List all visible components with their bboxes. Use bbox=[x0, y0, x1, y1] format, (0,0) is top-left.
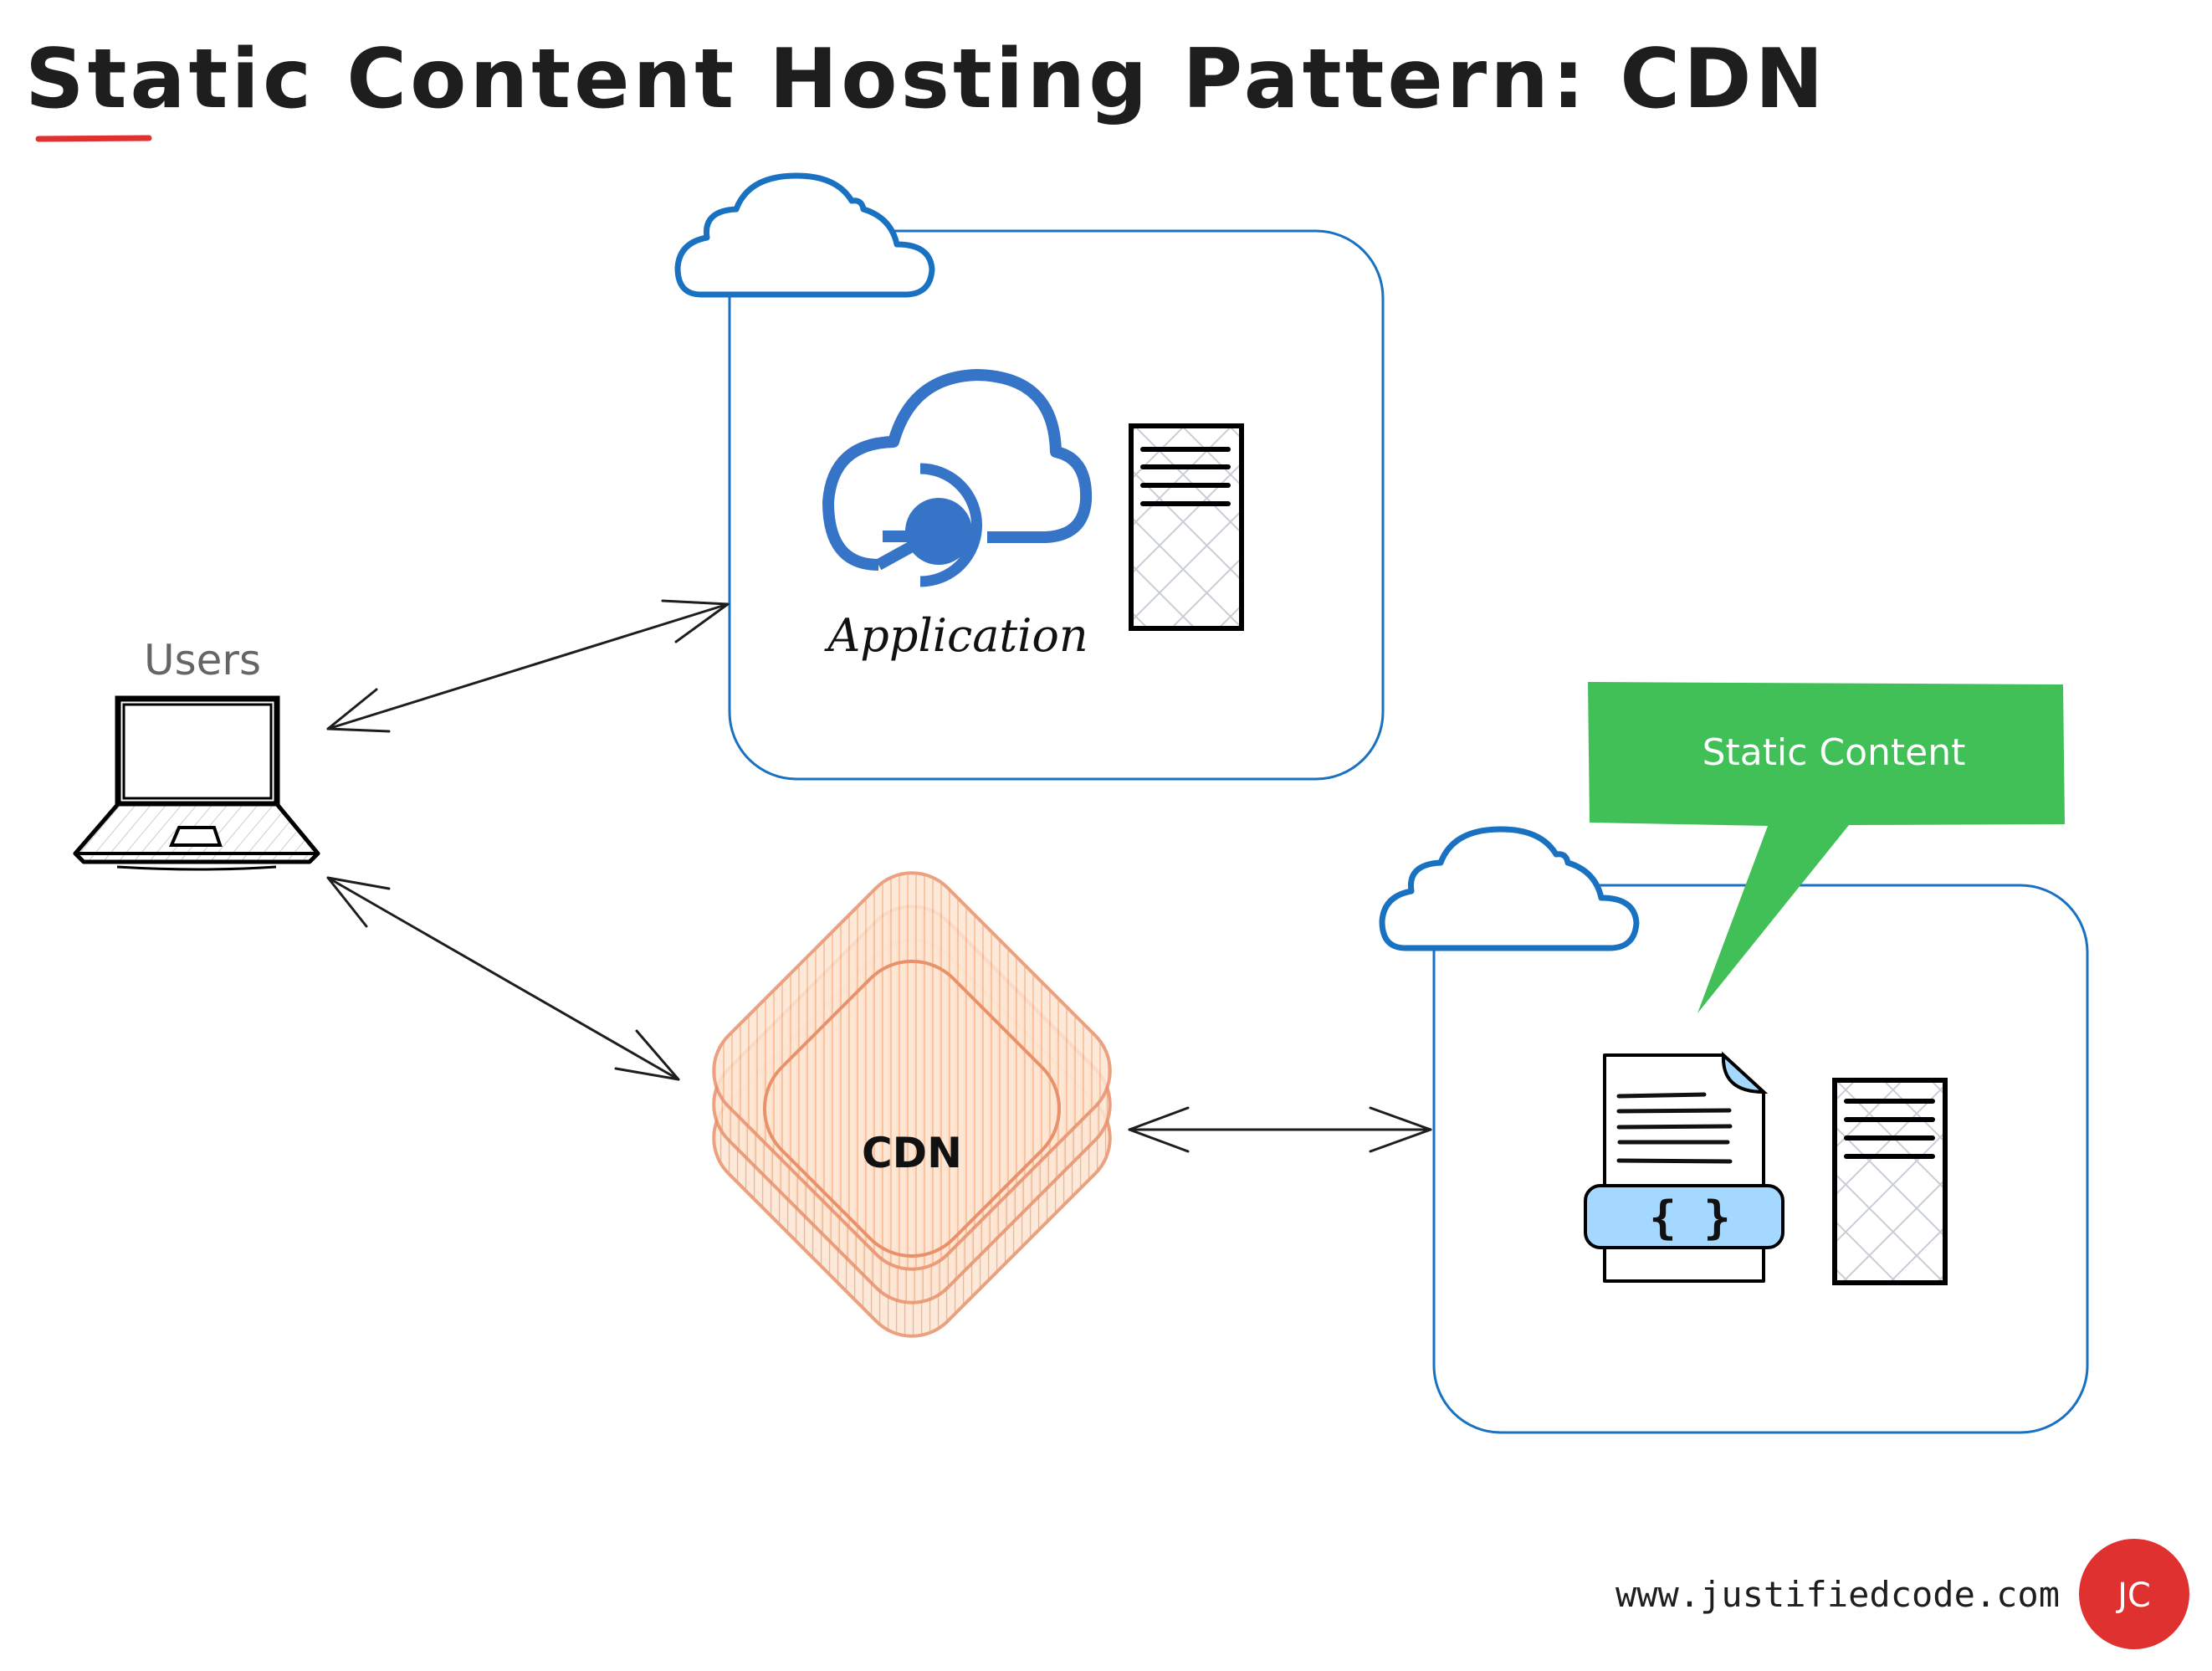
jc-logo-text: JC bbox=[2115, 1576, 2151, 1615]
diagram-title: Static Content Hosting Pattern: CDN bbox=[25, 32, 1827, 142]
edge-users-application bbox=[326, 599, 730, 733]
cloud-icon bbox=[1379, 826, 1640, 951]
edge-users-cdn bbox=[326, 876, 680, 1081]
title-underline bbox=[35, 135, 152, 142]
json-document-icon: { } bbox=[1584, 1051, 1784, 1283]
server-icon bbox=[1129, 423, 1244, 631]
title-text: Static Content Hosting Pattern: CDN bbox=[25, 32, 1827, 127]
static-content-callout: Static Content bbox=[1588, 682, 2065, 1013]
cdn-label: CDN bbox=[862, 1129, 962, 1177]
edge-cdn-static-storage bbox=[1128, 1106, 1432, 1153]
callout-text: Static Content bbox=[1703, 731, 1966, 774]
footer-url[interactable]: www.justifiedcode.com bbox=[1615, 1574, 2060, 1615]
static-storage-container[interactable]: { } bbox=[1379, 826, 2089, 1434]
application-container[interactable]: Application bbox=[674, 172, 1385, 781]
laptop-icon bbox=[73, 695, 320, 871]
users-node[interactable]: Users bbox=[73, 636, 320, 871]
users-label: Users bbox=[144, 636, 261, 684]
application-box bbox=[728, 229, 1385, 781]
application-label: Application bbox=[823, 609, 1088, 662]
callout-bubble bbox=[1588, 682, 2065, 1013]
server-icon bbox=[1832, 1078, 1948, 1285]
cloud-icon bbox=[674, 172, 935, 298]
stacked-layers-icon bbox=[712, 871, 1112, 1338]
cloud-app-icon bbox=[822, 369, 1093, 587]
jc-logo-badge bbox=[2079, 1539, 2189, 1649]
footer: www.justifiedcode.com JC bbox=[1615, 1539, 2189, 1649]
json-brace-label: { } bbox=[1649, 1192, 1731, 1244]
cdn-node[interactable]: CDN bbox=[693, 852, 1130, 1356]
